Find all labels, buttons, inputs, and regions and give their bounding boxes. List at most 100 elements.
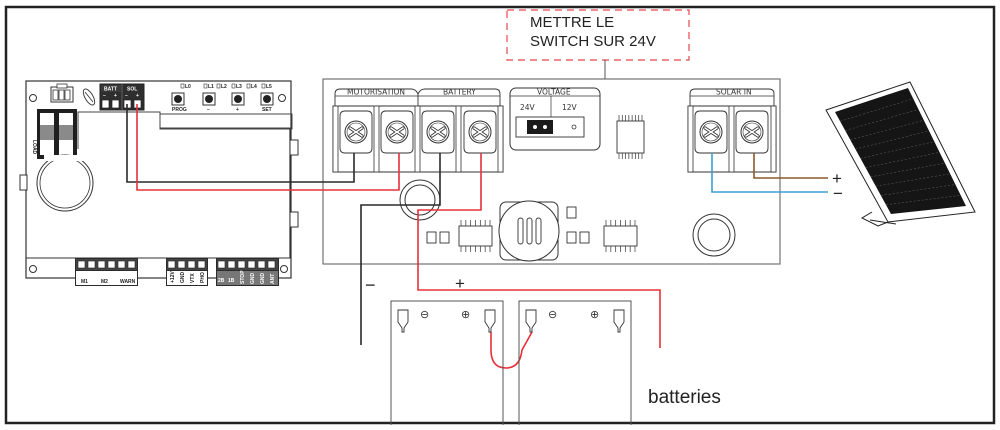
button-prog-label: PROG bbox=[172, 107, 187, 113]
voltage-switch[interactable]: VOLTAGE 24V 12V bbox=[509, 87, 601, 151]
led-l4-label: L4 bbox=[251, 84, 257, 90]
panel-cell-row bbox=[875, 173, 951, 187]
screw-solar-positive[interactable] bbox=[735, 110, 769, 154]
battery-2-terminal-minus[interactable] bbox=[525, 309, 537, 333]
led-l5-label: L5 bbox=[266, 84, 272, 90]
panel-cell-row bbox=[850, 119, 924, 141]
batt-minus-label: − bbox=[103, 93, 106, 99]
mount-hole bbox=[29, 265, 37, 273]
terminal-stop-label: STOP bbox=[240, 270, 246, 284]
inner-plate-top bbox=[159, 113, 293, 130]
solar-in-label: SOLAR IN bbox=[716, 88, 752, 97]
panel-cell-row bbox=[870, 162, 945, 178]
screw-motor-positive[interactable] bbox=[380, 110, 414, 154]
control-board: BATT SOL − + − + L0 L1 L2 L3 L4 L5 bbox=[19, 80, 299, 286]
terminal-m2-label: M2 bbox=[101, 279, 108, 285]
batteries-caption: batteries bbox=[648, 387, 721, 408]
motorisation-label: MOTORISATION bbox=[347, 88, 405, 97]
terminal-1b-label: 1B bbox=[228, 278, 235, 284]
battery-1-minus-symbol: ⊖ bbox=[420, 309, 429, 321]
note-line-1: METTRE LE bbox=[530, 14, 614, 31]
terminal-2b-label: 2B bbox=[218, 278, 225, 284]
led-l1-label: L1 bbox=[208, 84, 214, 90]
terminals-control: 2B 1B STOP GND GND ANT bbox=[216, 258, 279, 286]
bank-minus-label: − bbox=[365, 275, 376, 295]
diagram-frame bbox=[4, 5, 996, 425]
note-line-2: SWITCH SUR 24V bbox=[530, 33, 656, 50]
jumper-24v[interactable] bbox=[527, 120, 553, 134]
terminal-batt-plus[interactable] bbox=[111, 99, 120, 109]
terminal-ant-label: ANT bbox=[270, 274, 276, 284]
battery-1-terminal-minus[interactable] bbox=[397, 309, 409, 333]
screw-battery-positive[interactable] bbox=[463, 110, 497, 154]
terminal-vtx-label: VTX bbox=[190, 273, 196, 283]
sol-plus-label: + bbox=[136, 93, 139, 99]
sol-minus-label: − bbox=[125, 93, 128, 99]
button-minus[interactable]: − bbox=[202, 92, 216, 113]
panel-cell-row bbox=[855, 130, 930, 150]
batt-label: BATT bbox=[104, 87, 117, 93]
button-plus[interactable]: + bbox=[231, 92, 245, 113]
panel-cell-row bbox=[880, 184, 956, 196]
battery-2-terminal-plus[interactable] bbox=[613, 309, 625, 333]
panel-stand bbox=[860, 211, 889, 227]
terminal-gnd-label: GND bbox=[180, 272, 186, 284]
terminals-motor: M1 M2 WARN bbox=[75, 258, 138, 286]
voltage-24v-label: 24V bbox=[520, 103, 536, 112]
sol-label: SOL bbox=[127, 87, 137, 93]
wire-battery-positive bbox=[417, 153, 661, 348]
solar-cells bbox=[835, 88, 966, 214]
coin-cell bbox=[36, 154, 94, 212]
smd-components bbox=[426, 206, 590, 244]
capacitor-round bbox=[692, 213, 736, 257]
battery-1-terminal-plus[interactable] bbox=[484, 309, 496, 333]
battery-bank: − + ⊖ ⊕ ⊖ ⊕ batteries bbox=[365, 274, 721, 425]
button-prog[interactable]: PROG bbox=[171, 92, 187, 113]
bank-plus-label: + bbox=[455, 274, 465, 293]
wire-solar-positive bbox=[753, 153, 828, 179]
button-set[interactable]: SET bbox=[260, 92, 274, 113]
batt-plus-label: + bbox=[114, 93, 117, 99]
battery-1-plus-symbol: ⊕ bbox=[461, 309, 470, 321]
battery-2: ⊖ ⊕ bbox=[518, 300, 632, 425]
solar-panel bbox=[825, 81, 976, 227]
button-plus-label: + bbox=[236, 107, 239, 113]
terminal-gnd-label: GND bbox=[260, 273, 266, 285]
terminal-batt-minus[interactable] bbox=[101, 99, 110, 109]
wire-motor-positive bbox=[136, 104, 400, 191]
wiring bbox=[126, 104, 828, 369]
wire-battery-negative bbox=[360, 153, 441, 345]
screw-battery-negative[interactable] bbox=[421, 110, 455, 154]
terminal-pho-label: PHO bbox=[200, 272, 206, 283]
panel-cell-row bbox=[860, 141, 935, 159]
screw-solar-negative[interactable] bbox=[694, 110, 728, 154]
battery-2-plus-symbol: ⊕ bbox=[590, 309, 599, 321]
wire-battery-series-link bbox=[490, 331, 533, 369]
solar-plus-label: + bbox=[832, 169, 842, 188]
battery-2-minus-symbol: ⊖ bbox=[548, 309, 557, 321]
led-row: L0 L1 L2 L3 L4 L5 bbox=[180, 83, 272, 90]
terminal-warn-label: WARN bbox=[120, 279, 136, 285]
load-relay: LOAD bbox=[31, 109, 77, 159]
solar-minus-label: − bbox=[833, 184, 843, 203]
wire-solar-negative bbox=[711, 153, 828, 193]
panel-cell-row bbox=[840, 98, 914, 122]
fuse-icon bbox=[82, 88, 96, 106]
mount-hole bbox=[280, 265, 288, 273]
ic-chip bbox=[458, 220, 493, 252]
led-l3-label: L3 bbox=[236, 84, 242, 90]
panel-cell-row bbox=[865, 152, 940, 168]
solar-in-bracket bbox=[689, 88, 775, 106]
screw-motor-negative[interactable] bbox=[339, 110, 373, 154]
terminal-gnd-label: GND bbox=[250, 273, 256, 285]
led-l2-label: L2 bbox=[221, 84, 227, 90]
load-label: LOAD bbox=[31, 140, 37, 155]
terminals-aux: +12V GND VTX PHO bbox=[166, 258, 208, 286]
mount-hole bbox=[278, 94, 286, 102]
voltage-label: VOLTAGE bbox=[537, 88, 571, 97]
battery-1: ⊖ ⊕ bbox=[390, 300, 504, 425]
panel-cell-row bbox=[845, 109, 919, 131]
jumper-pin-12v bbox=[571, 124, 577, 130]
inductor bbox=[498, 200, 560, 262]
